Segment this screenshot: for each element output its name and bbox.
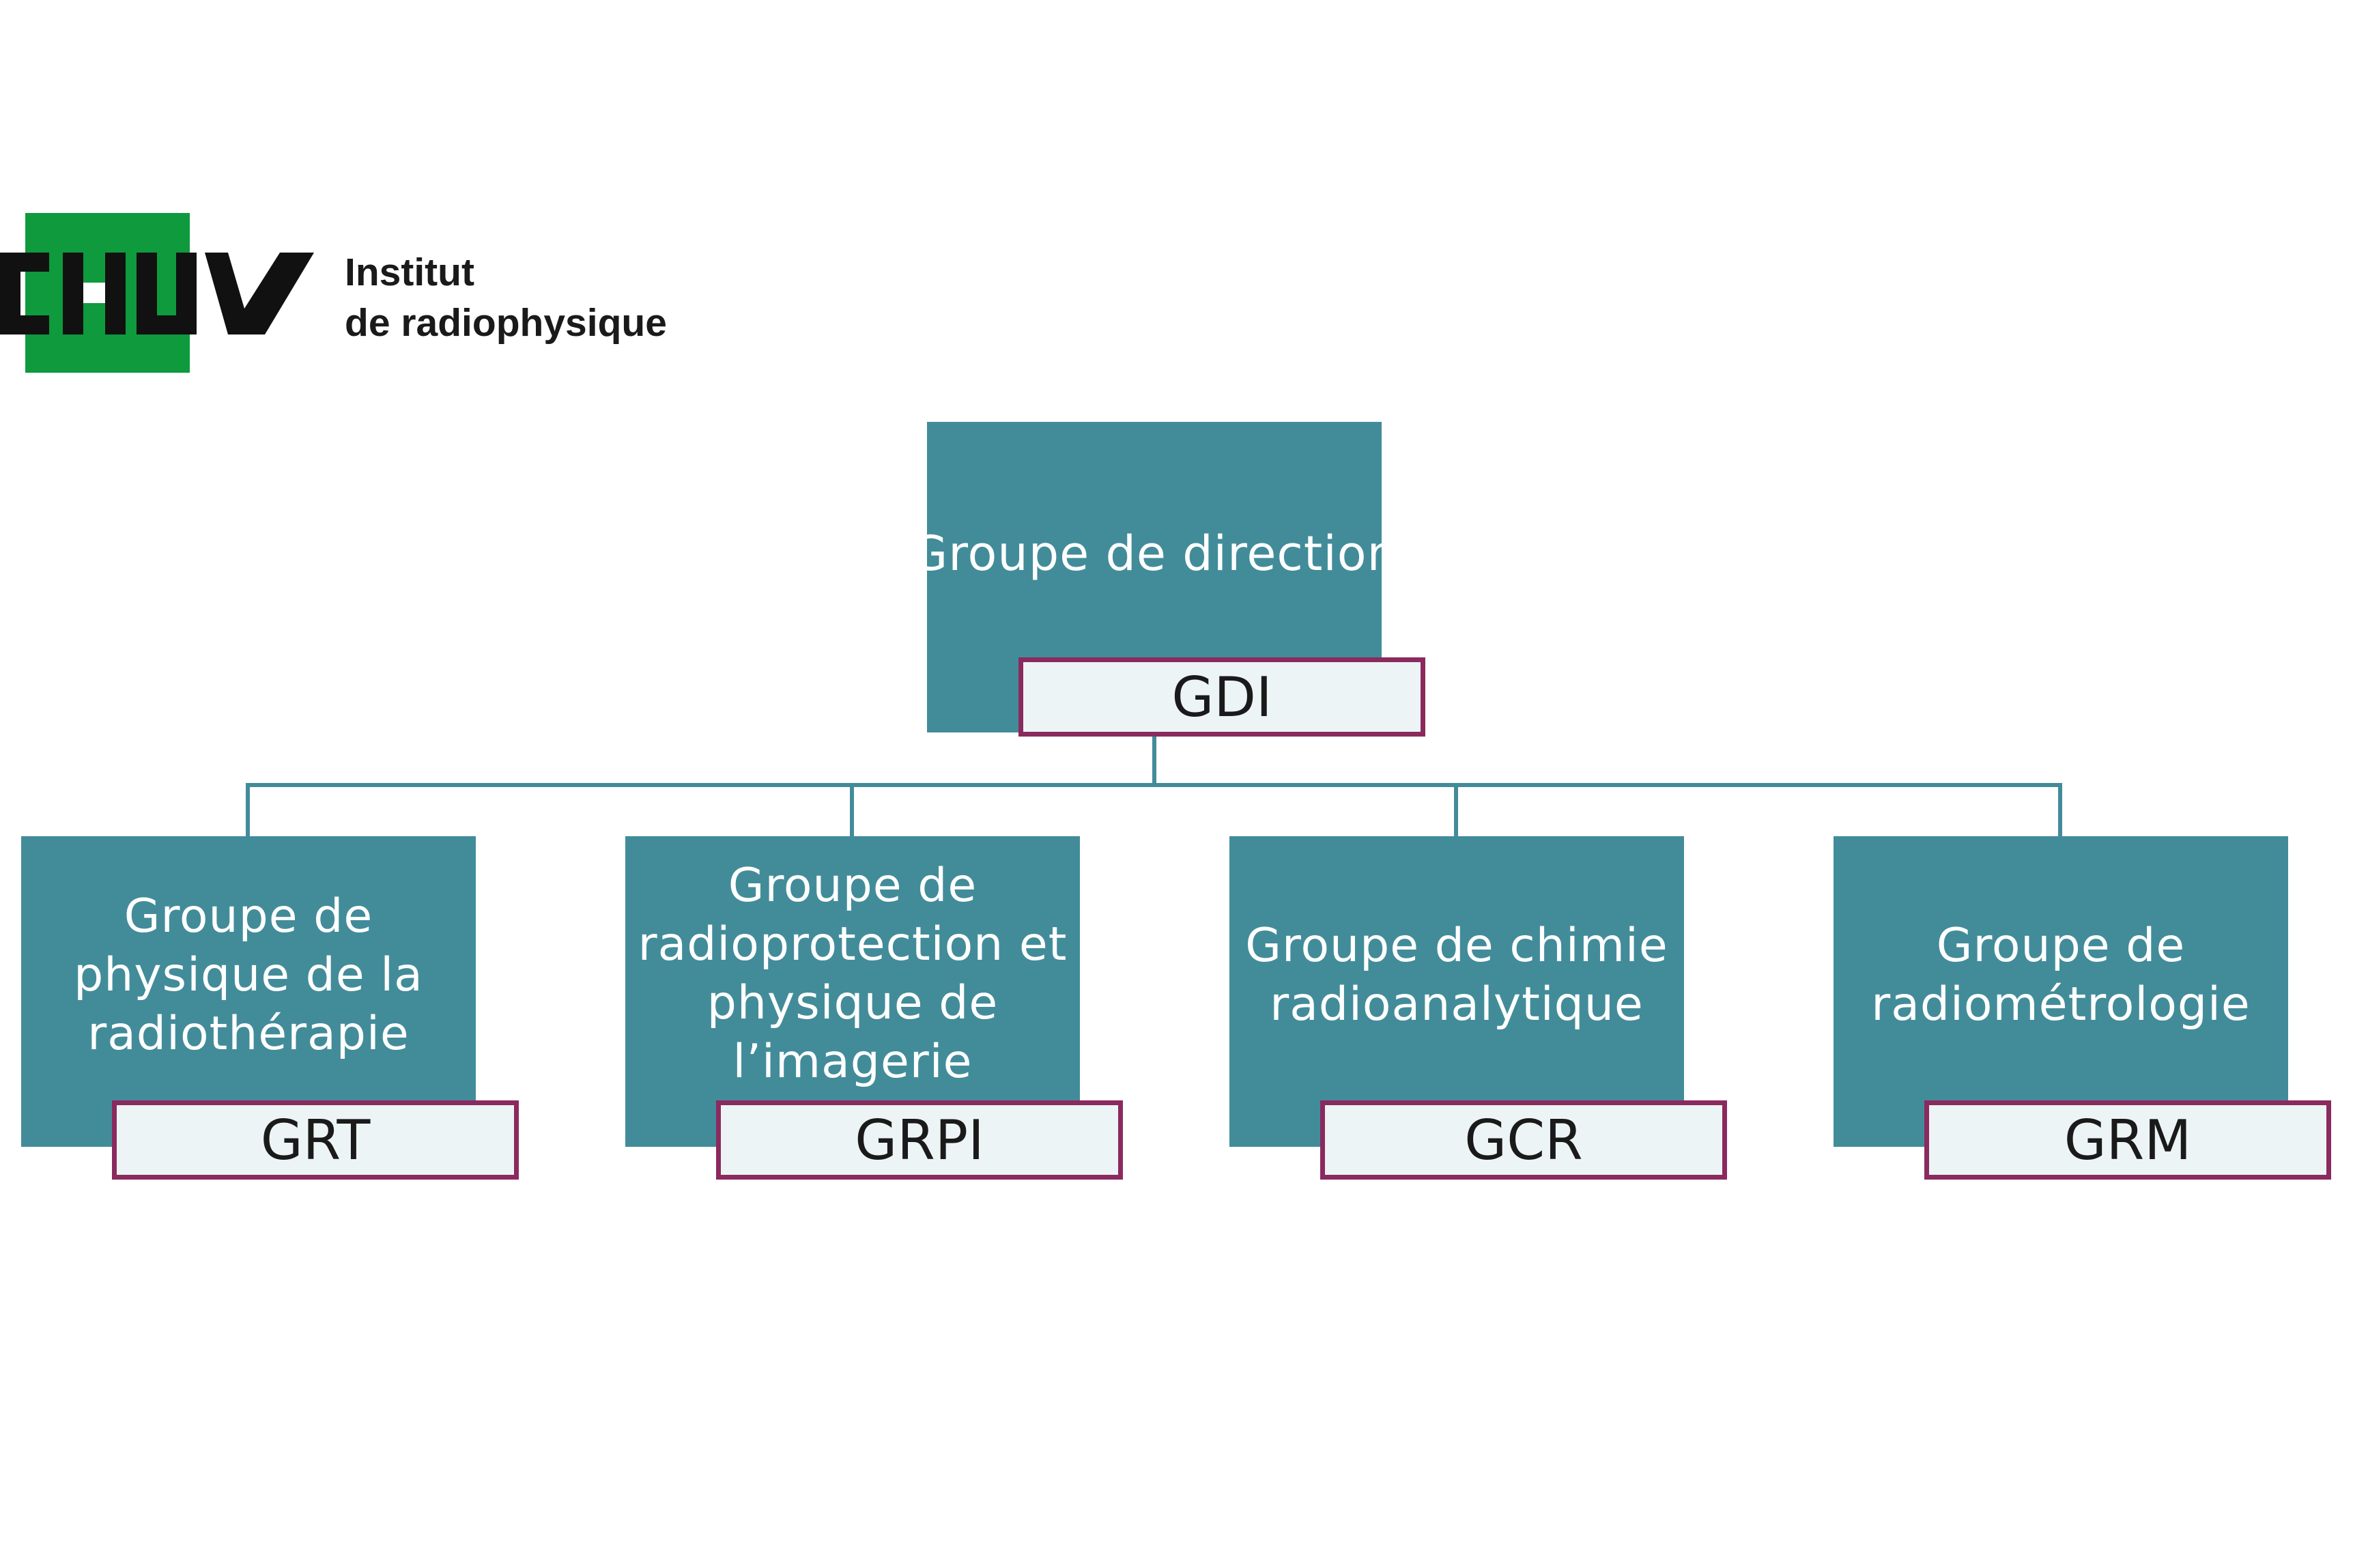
org-tag-grpi: GRPI — [716, 1100, 1123, 1180]
org-tag-label: GRPI — [855, 1108, 984, 1172]
org-box-grpi: Groupe de radioprotection et physique de… — [625, 836, 1080, 1147]
org-tag-grt: GRT — [112, 1100, 519, 1180]
org-box-title: Groupe de direction — [911, 526, 1398, 582]
org-box-grm: Groupe de radiométrologie — [1834, 836, 2288, 1147]
org-tag-label: GCR — [1464, 1108, 1583, 1172]
org-tag-grm: GRM — [1924, 1100, 2331, 1180]
chuv-logo — [0, 213, 314, 373]
org-box-title: Groupe de physique de la radiothérapie — [74, 889, 423, 1061]
institute-name-line1: Institut — [345, 251, 474, 294]
institute-name-line2: de radiophysique — [345, 301, 667, 345]
org-tag-label: GRM — [2064, 1108, 2192, 1172]
org-box-gcr: Groupe de chimie radioanalytique — [1229, 836, 1684, 1147]
org-tag-label: GDI — [1171, 665, 1272, 729]
institute-name: Institut de radiophysique — [345, 247, 667, 348]
chuv-wordmark-icon — [0, 253, 314, 334]
org-box-title: Groupe de radiométrologie — [1871, 919, 2251, 1031]
org-tag-gdi: GDI — [1018, 657, 1425, 737]
org-box-grt: Groupe de physique de la radiothérapie — [21, 836, 476, 1147]
org-box-title: Groupe de chimie radioanalytique — [1245, 919, 1668, 1031]
org-tag-label: GRT — [260, 1108, 371, 1172]
org-box-title: Groupe de radioprotection et physique de… — [638, 859, 1068, 1089]
org-tag-gcr: GCR — [1320, 1100, 1727, 1180]
